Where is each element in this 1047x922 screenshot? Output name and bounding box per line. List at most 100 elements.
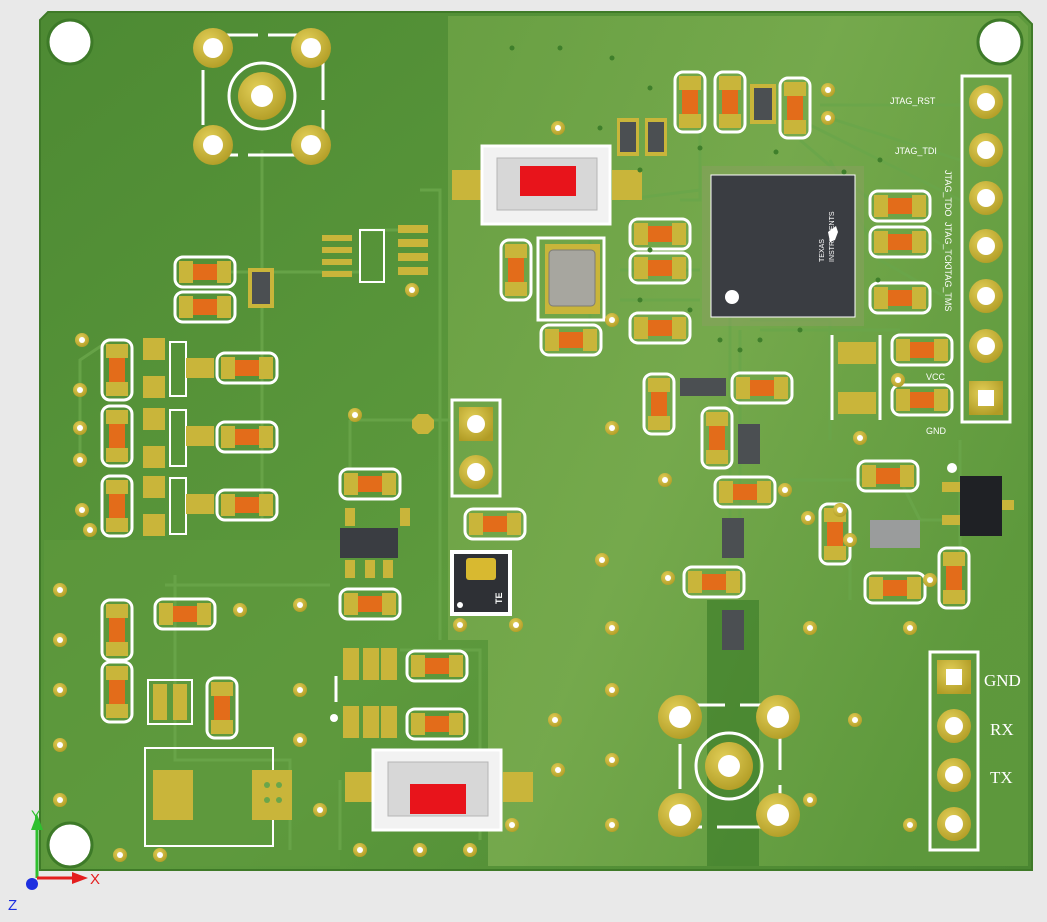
smd-resistor bbox=[937, 546, 971, 610]
vias bbox=[53, 45, 937, 862]
jtag-tck-label: JTAG_TCK bbox=[943, 222, 953, 267]
smd-resistor bbox=[405, 649, 469, 683]
test-point bbox=[412, 414, 434, 434]
mounting-hole-top-left bbox=[46, 18, 94, 66]
mcu-chip: TEXAS INSTRUMENTS bbox=[702, 166, 864, 326]
smd-resistor bbox=[863, 571, 927, 605]
uart-gnd-label: GND bbox=[984, 671, 1021, 690]
smd-resistor bbox=[173, 255, 237, 289]
sma-connector-top bbox=[193, 28, 331, 165]
via-dot bbox=[597, 125, 603, 131]
button-cap-top bbox=[520, 166, 576, 196]
gnd-power-label: GND bbox=[926, 426, 947, 436]
uart-tx-label: TX bbox=[990, 768, 1013, 787]
smd-resistor bbox=[499, 238, 533, 302]
smd-resistor bbox=[215, 488, 279, 522]
via-dot bbox=[773, 149, 779, 155]
uart-header bbox=[928, 650, 980, 852]
smd-resistor bbox=[673, 70, 707, 134]
button-cap-bottom bbox=[410, 784, 466, 814]
smd-components bbox=[100, 70, 971, 741]
silkscreen-labels: JTAG_RST JTAG_TDI JTAG_TDO JTAG_TCK JTAG… bbox=[890, 96, 1021, 787]
axis-y-label: Y bbox=[31, 807, 41, 823]
jtag-tms-label: JTAG_TMS bbox=[943, 265, 953, 311]
mcu-brand-line1: TEXAS bbox=[819, 239, 826, 262]
sma-connector-bottom bbox=[658, 695, 800, 837]
jtag-header bbox=[960, 74, 1012, 424]
mounting-hole-bottom-left bbox=[46, 821, 94, 869]
smd-resistor bbox=[868, 225, 932, 259]
dark-smd-parts bbox=[248, 84, 920, 650]
axis-x-label: X bbox=[90, 871, 100, 888]
smd-resistor bbox=[100, 404, 134, 468]
ti-logo-icon bbox=[828, 226, 838, 242]
smd-resistor bbox=[338, 467, 402, 501]
smd-resistor bbox=[338, 587, 402, 621]
via-dot bbox=[875, 277, 881, 283]
soic-ic-left bbox=[322, 225, 428, 283]
via-dot bbox=[841, 169, 847, 175]
uart-rx-label: RX bbox=[990, 720, 1014, 739]
smd-resistor bbox=[890, 383, 954, 417]
diode-array-left bbox=[143, 338, 214, 536]
smd-resistor bbox=[700, 406, 734, 470]
smd-resistor bbox=[100, 338, 134, 402]
axis-gizmo: Y X Z bbox=[8, 807, 100, 914]
via-dot bbox=[797, 327, 803, 333]
two-pin-header bbox=[450, 398, 502, 498]
smd-resistor bbox=[215, 351, 279, 385]
via-dot bbox=[697, 145, 703, 151]
via-dot bbox=[687, 307, 693, 313]
jtag-tdo-label: JTAG_TDO bbox=[943, 170, 953, 216]
tactile-switch-bottom bbox=[345, 748, 533, 832]
vcc-label: VCC bbox=[926, 372, 946, 382]
tactile-switch-top bbox=[452, 144, 642, 226]
bottom-middle-diodes bbox=[330, 648, 397, 738]
via-dot bbox=[637, 297, 643, 303]
sot23-transistor bbox=[942, 463, 1014, 536]
smd-resistor bbox=[539, 323, 603, 357]
mounting-hole-top-right bbox=[976, 18, 1024, 66]
smd-resistor bbox=[463, 507, 527, 541]
via-dot bbox=[647, 247, 653, 253]
via-dot bbox=[647, 85, 653, 91]
smd-resistor bbox=[215, 420, 279, 454]
via-dot bbox=[877, 157, 883, 163]
smd-resistor bbox=[628, 217, 692, 251]
smd-resistor bbox=[628, 251, 692, 285]
via-dot bbox=[737, 347, 743, 353]
smd-resistor bbox=[628, 311, 692, 345]
smd-resistor bbox=[730, 371, 794, 405]
smd-resistor bbox=[868, 281, 932, 315]
smd-resistor bbox=[405, 707, 469, 741]
sot-ic-middle bbox=[340, 508, 410, 578]
smd-resistor bbox=[100, 598, 134, 662]
crystal-oscillator bbox=[536, 236, 606, 322]
via-dot bbox=[557, 45, 563, 51]
via-dot bbox=[757, 337, 763, 343]
via-dot bbox=[637, 167, 643, 173]
via-dot bbox=[609, 55, 615, 61]
smd-resistor bbox=[100, 474, 134, 538]
jtag-tdi-label: JTAG_TDI bbox=[895, 146, 937, 156]
via-dot bbox=[717, 337, 723, 343]
smd-resistor bbox=[890, 333, 954, 367]
bottom-left-parts bbox=[144, 679, 292, 847]
via-dot bbox=[509, 45, 515, 51]
smd-resistor bbox=[642, 372, 676, 436]
smd-resistor bbox=[856, 459, 920, 493]
smd-resistor bbox=[713, 475, 777, 509]
axis-z-label: Z bbox=[8, 897, 17, 914]
te-component: TE bbox=[450, 550, 512, 616]
smd-resistor bbox=[868, 189, 932, 223]
smd-resistor bbox=[778, 76, 812, 140]
smd-resistor bbox=[682, 565, 746, 599]
smd-resistor bbox=[100, 660, 134, 724]
mounting-holes bbox=[46, 18, 1024, 869]
smd-resistor bbox=[173, 290, 237, 324]
te-brand-label: TE bbox=[494, 592, 504, 604]
smd-resistor bbox=[713, 70, 747, 134]
smd-resistor bbox=[153, 597, 217, 631]
jtag-rst-label: JTAG_RST bbox=[890, 96, 936, 106]
